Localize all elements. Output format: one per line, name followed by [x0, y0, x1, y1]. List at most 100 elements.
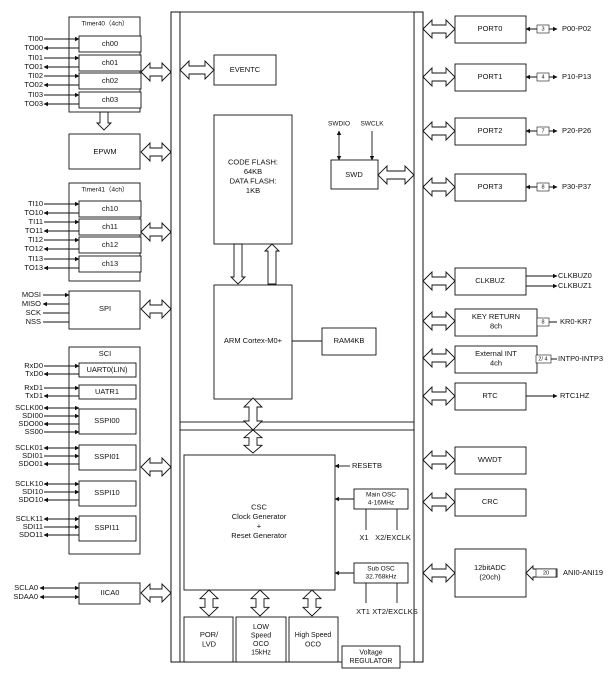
flash-to-cpu-arrow: [229, 243, 247, 285]
flash-block: [213, 114, 293, 245]
flash-label: 1KB: [246, 186, 260, 195]
cpu-to-flash-arrow: [263, 243, 281, 285]
crc-label: CRC: [482, 497, 499, 506]
port-count: 3: [541, 26, 544, 32]
timer41-ch10: [78, 200, 142, 218]
pin-TO02: TO02: [24, 80, 43, 89]
pin-TO03: TO03: [24, 99, 43, 108]
high-oco-label: High Speed: [295, 632, 332, 639]
epwm-bus-arrow: [140, 141, 172, 163]
flash-label: CODE FLASH:: [228, 158, 278, 167]
sub-osc-label: 32.768kHz: [365, 574, 396, 581]
port-count: 4: [541, 74, 544, 80]
adc-block: [454, 548, 527, 598]
port-count-box: [536, 126, 550, 136]
keyreturn-block: [454, 308, 538, 337]
spi-bus-arrow: [140, 298, 172, 320]
timer40-ch02-label: ch02: [102, 76, 118, 85]
pin-TI13: TI13: [28, 254, 43, 263]
vreg-block: [341, 645, 401, 669]
vreg-label: REGULATOR: [350, 658, 393, 665]
pin-TxD1: TxD1: [25, 391, 43, 400]
pin-TI01: TI01: [28, 53, 43, 62]
pin-TI02: TI02: [28, 71, 43, 80]
port-block-3: [454, 173, 527, 202]
pin-SDI00: SDI00: [22, 411, 43, 420]
timer41-ch11-label: ch11: [102, 222, 118, 231]
pin-TI11: TI11: [29, 217, 43, 226]
sci-uart-0: [78, 362, 137, 378]
port-bus-arrow: [422, 176, 456, 198]
spi-label: SPI: [99, 304, 111, 313]
pin-TO00: TO00: [24, 43, 43, 52]
high-oco-label: OCO: [305, 642, 322, 649]
extint-label: 4ch: [490, 359, 502, 368]
sspi-label: SSPI10: [94, 488, 119, 497]
ram-label: RAM4KB: [334, 336, 365, 345]
keyreturn-bus-arrow: [422, 310, 456, 332]
pin-SWDIO: SWDIO: [328, 121, 350, 128]
crc-bus-arrow: [422, 491, 456, 513]
sci-sspi-3: [78, 515, 137, 542]
eventc-bus-arrow: [179, 59, 215, 81]
port-count: 8: [541, 184, 544, 190]
sspi-label: SSPI00: [94, 416, 119, 425]
left-system-bus: [170, 11, 181, 663]
main-osc-label: Main OSC: [366, 492, 396, 499]
pin-TxD0: TxD0: [25, 369, 43, 378]
pin-SDI01: SDI01: [22, 451, 43, 460]
timer41-ch12: [78, 236, 142, 254]
csc-label: CSC: [251, 503, 267, 512]
timer40-bus-arrow: [140, 61, 172, 83]
pin-SCK: SCK: [26, 308, 41, 317]
wwdt-bus-arrow: [422, 449, 456, 471]
pin-SDO00: SDO00: [18, 419, 43, 428]
uart-label: UART0(LIN): [86, 365, 128, 374]
extint-count: 2/ 4: [538, 356, 547, 362]
pin-CLKBUZ0: CLKBUZ0: [558, 271, 592, 280]
port-bus-arrow: [422, 18, 456, 40]
csc-label: +: [257, 522, 262, 531]
adc-count: 20: [543, 570, 549, 576]
extint-label: External INT: [475, 349, 517, 358]
port-bus-arrow: [422, 66, 456, 88]
adc-label: (20ch): [479, 573, 501, 582]
timer41-title: Timer41（4ch）: [81, 186, 128, 194]
wwdt-label: WWDT: [478, 455, 503, 464]
timer41-ch13-label: ch13: [102, 259, 118, 268]
pin-RxD0: RxD0: [24, 361, 43, 370]
pin-SDI11: SDI11: [23, 522, 43, 531]
extint-bus-arrow: [422, 347, 456, 369]
crc-block: [454, 488, 527, 517]
pin-TI00: TI00: [28, 34, 43, 43]
iica-bus-arrow: [140, 582, 172, 604]
eventc-label: EVENTC: [230, 65, 261, 74]
port-pins: P10-P13: [562, 72, 591, 81]
pin-RxD1: RxD1: [24, 383, 43, 392]
pin-SWCLK: SWCLK: [360, 121, 384, 128]
port-label: PORT1: [478, 72, 503, 81]
port-count-box: [536, 72, 550, 82]
epwm-block: [68, 133, 141, 170]
por-label: LVD: [202, 640, 217, 649]
adc-count-box: [535, 568, 557, 578]
pin-XT1: XT1: [356, 607, 370, 616]
port-label: PORT2: [478, 126, 503, 135]
port-bus-arrow: [422, 120, 456, 142]
adc-bus-arrow: [422, 562, 456, 584]
ram-block: [321, 327, 377, 356]
cpu-block: [213, 284, 293, 400]
pin-TO01: TO01: [24, 62, 43, 71]
wwdt-block: [454, 446, 527, 475]
iica-label: IICA0: [101, 588, 120, 597]
adc-label: 12bitADC: [474, 563, 507, 572]
csc-label: Clock Generator: [232, 512, 287, 521]
clkbuz-label: CLKBUZ: [475, 276, 505, 285]
clkbuz-block: [454, 267, 527, 296]
extint-count-box: [535, 354, 552, 364]
pin-MISO: MISO: [22, 299, 41, 308]
sci-bus-arrow: [140, 456, 172, 478]
pin-TI10: TI10: [28, 199, 43, 208]
pin-TO10: TO10: [24, 208, 43, 217]
